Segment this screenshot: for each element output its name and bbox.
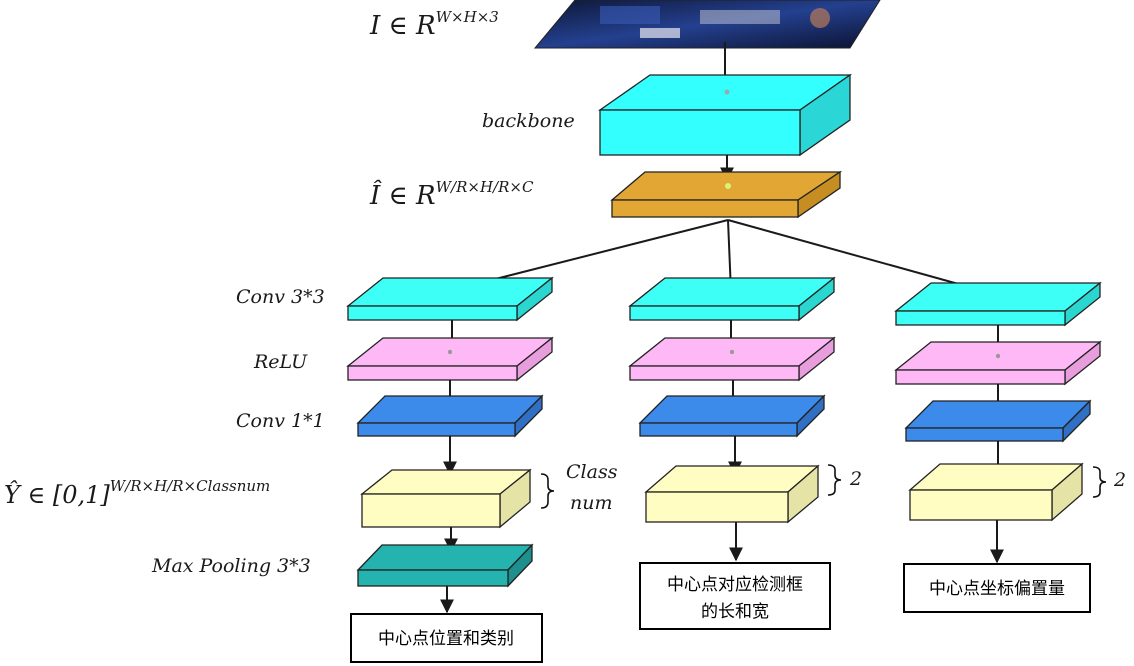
right-offset-block	[908, 462, 1084, 522]
left-conv1-slab	[356, 394, 544, 438]
left-output-box: 中心点位置和类别	[350, 613, 543, 663]
left-brace-icon	[540, 473, 555, 509]
right-output-text: 中心点坐标偏置量	[929, 579, 1065, 599]
mid-output-text-2: 的长和宽	[701, 602, 769, 622]
mid-brace-icon	[827, 464, 842, 496]
heatmap-label: Ŷ ∈ [0,1]W/R×H/R×Classnum	[4, 477, 270, 509]
feature-label: Î ∈ RW/R×H/R×C	[369, 178, 534, 211]
relu-label: ReLU	[253, 351, 308, 373]
mid-conv1-slab	[638, 394, 826, 438]
classnum-label-1: Class	[566, 461, 618, 483]
maxpool-label: Max Pooling 3*3	[151, 555, 311, 577]
left-heatmap-block	[360, 468, 532, 529]
left-output-text: 中心点位置和类别	[378, 629, 514, 649]
left-maxpool-slab	[356, 543, 534, 588]
right-conv3-slab	[894, 281, 1102, 327]
right-conv1-slab	[904, 399, 1092, 443]
right-relu-slab	[894, 340, 1102, 386]
right-output-box: 中心点坐标偏置量	[903, 563, 1091, 613]
input-label: I ∈ RW×H×3	[369, 8, 499, 41]
right-two-label: 2	[1113, 469, 1126, 491]
backbone-block	[597, 73, 853, 157]
conv1-label: Conv 1*1	[236, 410, 325, 432]
classnum-label-2: num	[570, 492, 613, 514]
left-conv3-slab	[346, 276, 554, 322]
left-relu-slab	[346, 336, 554, 382]
right-brace-icon	[1092, 466, 1107, 498]
mid-conv3-slab	[628, 276, 836, 322]
mid-relu-slab	[628, 336, 836, 382]
conv3-label: Conv 3*3	[236, 286, 325, 308]
mid-two-label: 2	[849, 468, 862, 490]
mid-size-block	[644, 464, 820, 524]
feature-map-block	[610, 170, 843, 219]
backbone-label: backbone	[482, 110, 575, 132]
mid-output-text-1: 中心点对应检测框	[667, 575, 803, 595]
mid-output-box: 中心点对应检测框 的长和宽	[639, 562, 831, 630]
input-image	[533, 0, 881, 49]
